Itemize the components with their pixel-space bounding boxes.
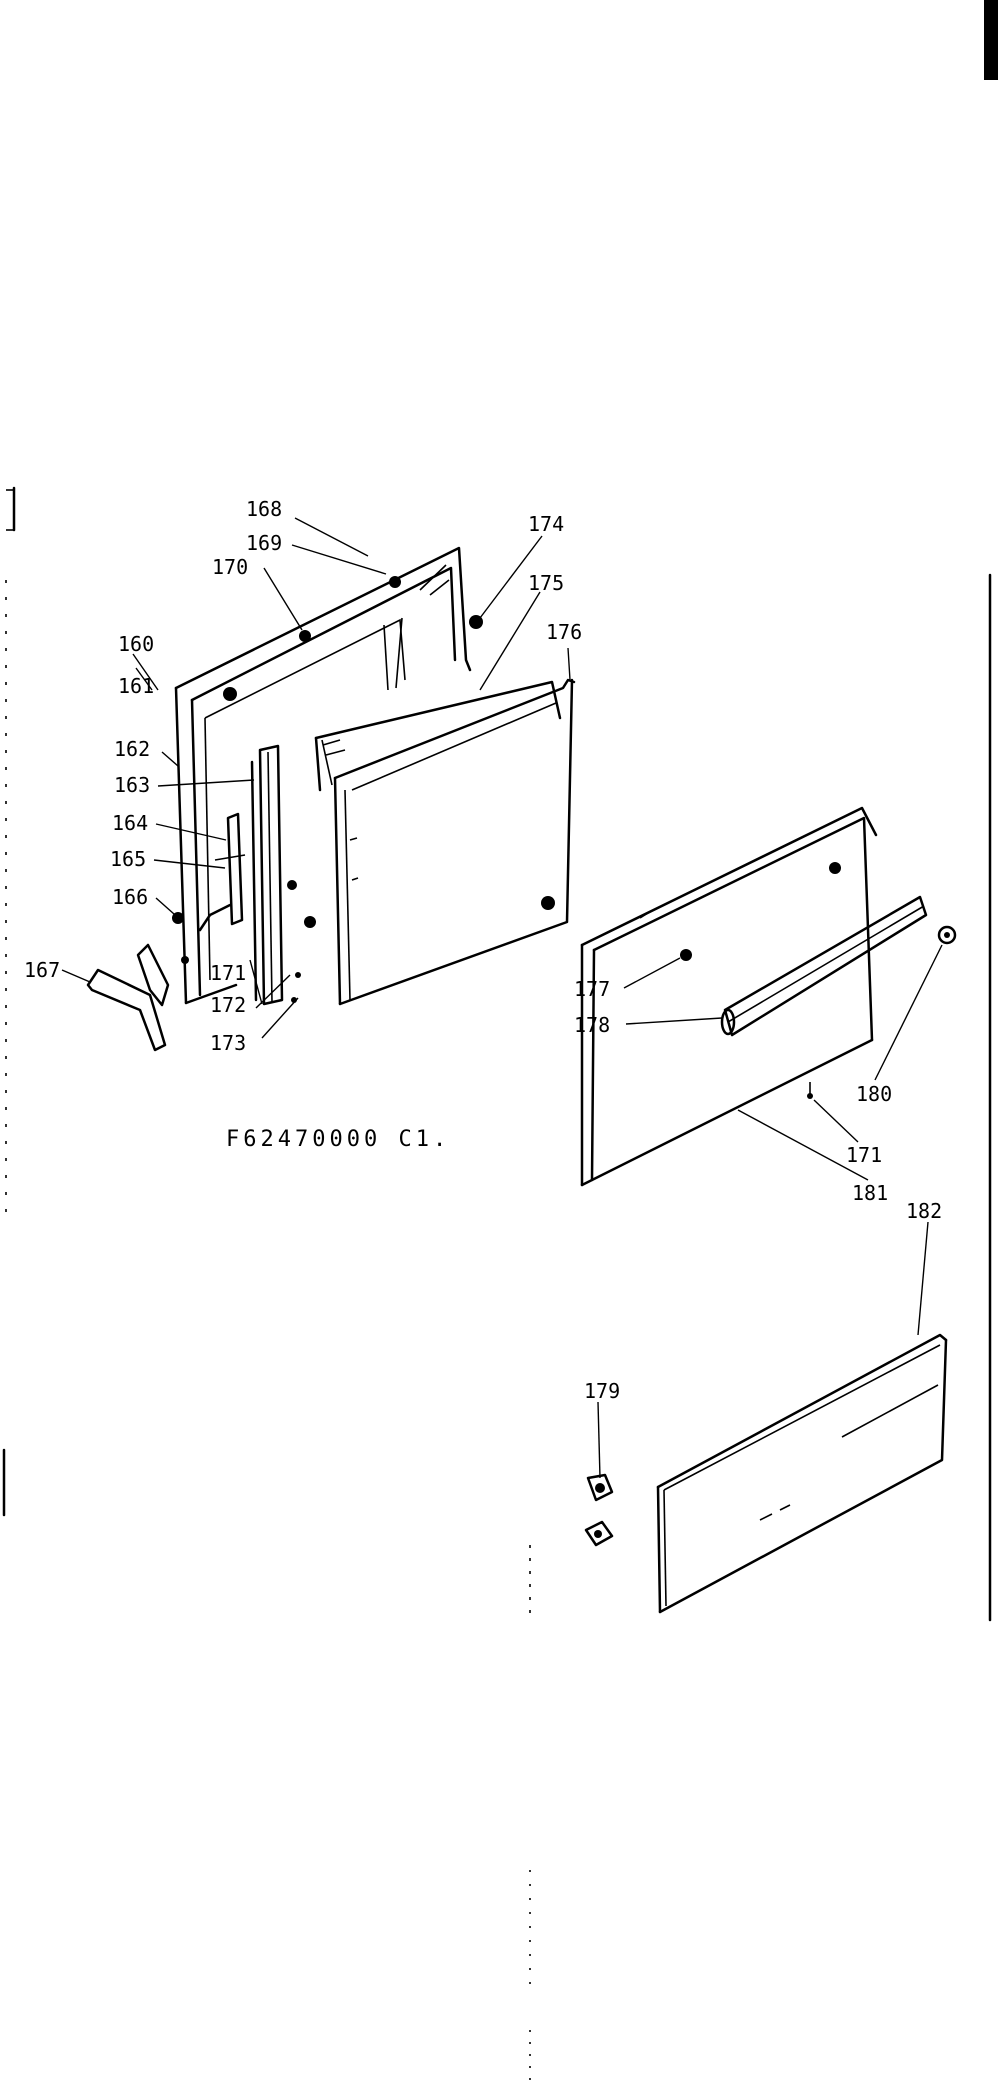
bumper-parts	[584, 1473, 614, 1547]
part-label-160: 160	[118, 632, 154, 656]
part-label-167: 167	[24, 958, 60, 982]
door-stop-part	[86, 943, 170, 1052]
part-label-166: 166	[112, 885, 148, 909]
part-label-176: 176	[546, 620, 582, 644]
part-label-171-drawer: 171	[846, 1143, 882, 1167]
door-hinge-assembly	[172, 744, 316, 1006]
part-label-178: 178	[574, 1013, 610, 1037]
leader-lines	[61, 517, 943, 1479]
part-label-164: 164	[112, 811, 148, 835]
clip-174-icon	[469, 615, 483, 629]
bolt-icon	[304, 916, 316, 928]
model-code-label: F62470000 C1.	[226, 1127, 450, 1152]
part-label-182: 182	[906, 1199, 942, 1223]
outer-door-panel	[314, 678, 576, 1006]
part-label-170: 170	[212, 555, 248, 579]
bumper-icon	[595, 1483, 605, 1493]
part-label-177: 177	[574, 977, 610, 1001]
part-label-168: 168	[246, 497, 282, 521]
part-label-162: 162	[114, 737, 150, 761]
part-label-175: 175	[528, 571, 564, 595]
drawer-front-panel	[580, 806, 957, 1187]
part-label-181: 181	[852, 1181, 888, 1205]
part-label-180: 180	[856, 1082, 892, 1106]
part-label-171-hinge: 171	[210, 961, 246, 985]
bumper-icon	[594, 1530, 602, 1538]
part-label-169: 169	[246, 531, 282, 555]
part-label-163: 163	[114, 773, 150, 797]
part-label-172: 172	[210, 993, 246, 1017]
clip-170-icon	[299, 630, 311, 642]
inner-door-frame	[174, 546, 483, 1005]
part-label-173: 173	[210, 1031, 246, 1055]
part-label-165: 165	[110, 847, 146, 871]
part-label-179: 179	[584, 1379, 620, 1403]
part-number-labels: 168 169 170 160 161 162 163 164 165 166 …	[24, 497, 942, 1403]
part-label-174: 174	[528, 512, 564, 536]
kick-panel	[656, 1333, 948, 1614]
part-label-161: 161	[118, 674, 154, 698]
